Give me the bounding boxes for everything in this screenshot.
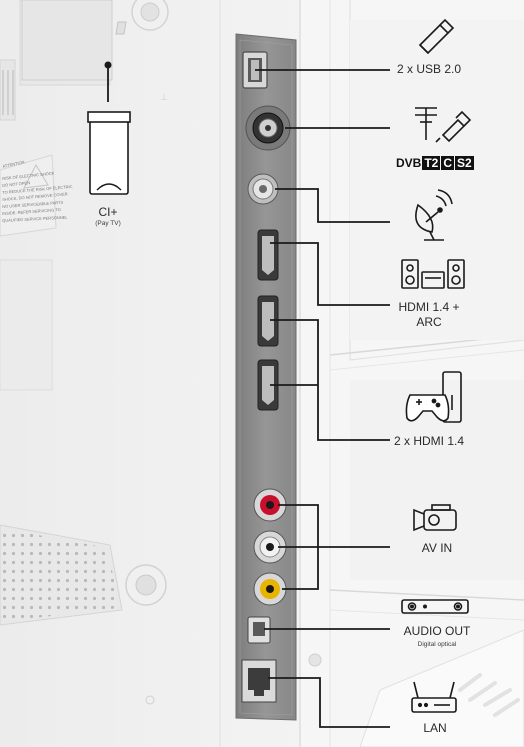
rca-white-jack	[253, 530, 287, 564]
ci-plus-sub-label: (Pay TV)	[95, 220, 121, 227]
hdmi-port-1	[257, 229, 279, 281]
ci-plus-label: CI+	[98, 205, 118, 219]
home-cinema-icon	[401, 259, 465, 289]
ci-card-icon	[87, 111, 131, 195]
audio-out-label: AUDIO OUT	[403, 624, 471, 638]
hdmi-two-label: 2 x HDMI 1.4	[393, 434, 465, 448]
lan-label: LAN	[423, 721, 447, 735]
connector-lines	[107, 65, 390, 728]
audio-out-sub-label: Digital optical	[417, 641, 457, 648]
hdmi-arc-label-line-1: HDMI 1.4 +	[398, 300, 460, 314]
rca-yellow-jack	[253, 572, 287, 606]
av-in-label: AV IN	[421, 541, 453, 555]
dvb-standard-s2: S2	[455, 156, 474, 170]
coax-plug-icon	[435, 110, 472, 143]
game-console-icon	[405, 371, 462, 423]
hdmi-port-2	[257, 295, 279, 347]
optical-audio-icon	[401, 599, 469, 614]
router-icon	[411, 681, 457, 713]
hdmi-port-3	[257, 359, 279, 411]
rca-red-jack	[253, 488, 287, 522]
antenna-icon	[415, 107, 437, 140]
optical-port	[247, 616, 271, 644]
dvb-logo-prefix: DVB	[396, 156, 422, 170]
hdmi-arc-label-line-2: ARC	[416, 315, 442, 329]
camcorder-icon	[413, 504, 457, 532]
satellite-dish-icon	[415, 189, 453, 241]
lan-port	[241, 659, 277, 703]
satellite-port	[247, 173, 279, 205]
svg-text:⊥: ⊥	[160, 92, 168, 102]
dvb-standard-t2: T2	[422, 156, 441, 170]
dvb-standard-c: C	[441, 156, 455, 170]
usb-stick-icon	[418, 18, 455, 55]
usb-label: 2 x USB 2.0	[396, 62, 462, 76]
ci-slot	[21, 0, 127, 81]
ci-slot-dot	[104, 61, 112, 69]
antenna-port	[245, 105, 291, 151]
warning-sticker	[0, 154, 57, 237]
